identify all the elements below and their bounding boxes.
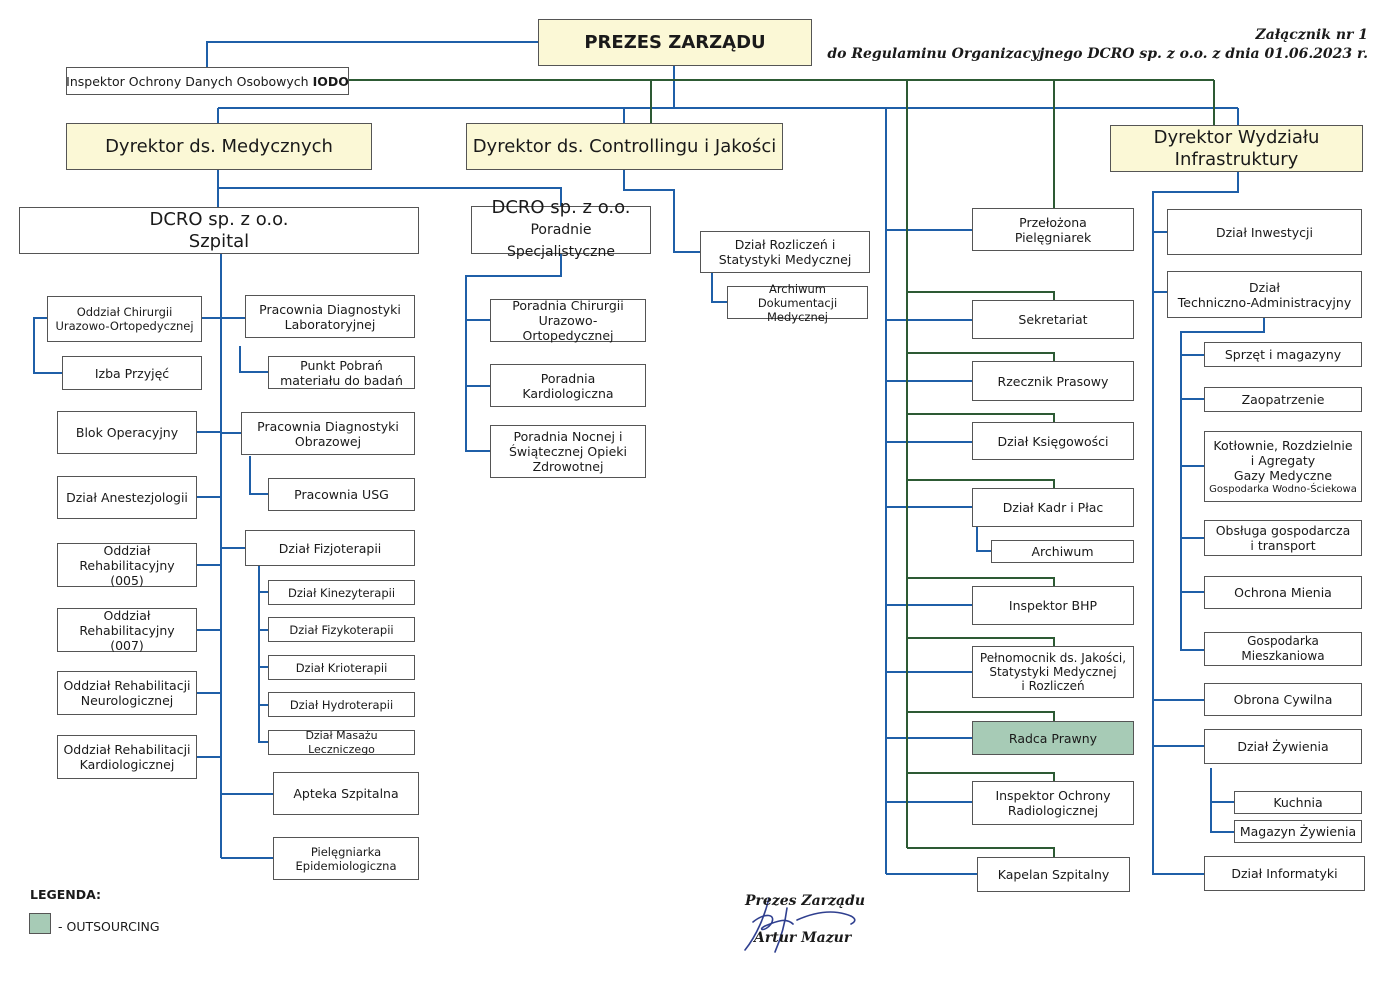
clinic-night-care: Poradnia Nocnej i Świątecznej Opieki Zdr…	[490, 425, 646, 478]
unit-kinesitherapy: Dział Kinezyterapii	[268, 580, 415, 605]
annex-line-1: Załącznik nr 1	[1255, 27, 1368, 43]
unit-usg: Pracownia USG	[268, 478, 415, 511]
unit-investments: Dział Inwestycji	[1167, 209, 1362, 255]
unit-housing: Gospodarka Mieszkaniowa	[1204, 632, 1362, 666]
annex-line-2: do Regulaminu Organizacyjnego DCRO sp. z…	[827, 46, 1368, 62]
unit-imaging: Pracownia Diagnostyki Obrazowej	[241, 412, 415, 455]
unit-equipment-storage: Sprzęt i magazyny	[1204, 342, 1362, 367]
unit-hr-archive: Archiwum	[991, 540, 1134, 563]
legend-title: LEGENDA:	[30, 887, 102, 902]
unit-hr-payroll: Dział Kadr i Płac	[972, 488, 1134, 527]
unit-rehab-cardio: Oddział Rehabilitacji Kardiologicznej	[57, 735, 197, 779]
unit-massage: Dział Masażu Leczniczego	[268, 729, 415, 756]
iodo-text: Inspektor Ochrony Danych Osobowych	[66, 73, 313, 89]
unit-settlements: Dział Rozliczeń i Statystyki Medycznej	[700, 231, 870, 273]
unit-operating-block: Blok Operacyjny	[57, 411, 197, 454]
unit-physicotherapy: Dział Fizykoterapii	[268, 617, 415, 642]
unit-tech-admin: Dział Techniczno-Administracyjny	[1167, 271, 1362, 318]
hospital-subtitle: Szpital	[188, 230, 250, 252]
signature-name: Artur Mazur	[754, 930, 852, 946]
president-box: PREZES ZARZĄDU	[538, 19, 812, 66]
clinics-subtitle: Poradnie Specjalistyczne	[507, 222, 615, 260]
unit-accounting: Dział Księgowości	[972, 422, 1134, 460]
unit-physiotherapy: Dział Fizjoterapii	[245, 530, 415, 566]
clinic-cardiology: Poradnia Kardiologiczna	[490, 364, 646, 407]
clinics-box: DCRO sp. z o.o. Poradnie Specjalistyczne	[471, 197, 651, 260]
unit-epidemiology-nurse: Pielęgniarka Epidemiologiczna	[273, 837, 419, 880]
unit-chaplain: Kapelan Szpitalny	[977, 857, 1130, 892]
signature-title: Prezes Zarządu	[745, 893, 866, 909]
unit-lab-diagnostics: Pracownia Diagnostyki Laboratoryjnej	[245, 295, 415, 338]
unit-secretariat: Sekretariat	[972, 300, 1134, 339]
legend-outsourcing-swatch	[29, 913, 51, 934]
unit-quality-representative: Pełnomocnik ds. Jakości, Statystyki Medy…	[972, 646, 1134, 698]
unit-pharmacy: Apteka Szpitalna	[273, 772, 419, 815]
unit-supply: Zaopatrzenie	[1204, 387, 1362, 412]
iodo-box: Inspektor Ochrony Danych Osobowych IODO	[66, 67, 349, 95]
unit-civil-defense: Obrona Cywilna	[1204, 683, 1362, 716]
unit-legal-counsel: Radca Prawny	[972, 721, 1134, 755]
director-infrastructure: Dyrektor Wydziału Infrastruktury	[1110, 125, 1363, 172]
unit-medical-archive: Archiwum Dokumentacji Medycznej	[727, 282, 868, 324]
unit-rehab-005: Oddział Rehabilitacyjny (005)	[57, 543, 197, 588]
director-controlling: Dyrektor ds. Controllingu i Jakości	[466, 123, 783, 170]
legend-outsourcing-label: - OUTSOURCING	[58, 919, 160, 934]
iodo-acronym: IODO	[312, 73, 349, 89]
annex-note: Załącznik nr 1 do Regulaminu Organizacyj…	[827, 26, 1368, 64]
unit-nutrition: Dział Żywienia	[1204, 729, 1362, 764]
unit-press-officer: Rzecznik Prasowy	[972, 361, 1134, 401]
unit-admissions: Izba Przyjęć	[62, 356, 202, 390]
unit-property-protection: Ochrona Mienia	[1204, 576, 1362, 609]
unit-kitchen: Kuchnia	[1234, 791, 1362, 814]
director-medical: Dyrektor ds. Medycznych	[66, 123, 372, 170]
hospital-box: DCRO sp. z o.o. Szpital	[19, 207, 419, 254]
handwritten-signature	[744, 897, 856, 953]
hospital-title: DCRO sp. z o.o.	[149, 208, 289, 230]
unit-trauma-surgery: Oddział Chirurgii Urazowo-Ortopedycznej	[47, 296, 202, 342]
unit-sample-point: Punkt Pobrań materiału do badań	[268, 356, 415, 389]
unit-rehab-007: Oddział Rehabilitacyjny (007)	[57, 608, 197, 653]
unit-hydrotherapy: Dział Hydroterapii	[268, 692, 415, 717]
unit-food-storage: Magazyn Żywienia	[1234, 820, 1362, 843]
unit-boiler-rooms: Kotłownie, Rozdzielnie i Agregaty Gazy M…	[1204, 431, 1362, 502]
unit-head-nurse: Przełożona Pielęgniarek	[972, 208, 1134, 251]
unit-radiation-inspector: Inspektor Ochrony Radiologicznej	[972, 781, 1134, 825]
unit-cryotherapy: Dział Krioterapii	[268, 655, 415, 680]
clinic-trauma-surgery: Poradnia Chirurgii Urazowo-Ortopedycznej	[490, 298, 646, 343]
unit-water-management-label: Gospodarka Wodno-Ściekowa	[1209, 483, 1357, 495]
unit-boiler-rooms-label: Kotłownie, Rozdzielnie i Agregaty Gazy M…	[1213, 437, 1353, 483]
unit-services-transport: Obsługa gospodarcza i transport	[1204, 520, 1362, 556]
clinics-title: DCRO sp. z o.o.	[491, 197, 631, 218]
unit-it: Dział Informatyki	[1204, 856, 1365, 891]
unit-ohs-inspector: Inspektor BHP	[972, 586, 1134, 625]
unit-anesthesiology: Dział Anestezjologii	[57, 476, 197, 519]
unit-rehab-neuro: Oddział Rehabilitacji Neurologicznej	[57, 671, 197, 715]
